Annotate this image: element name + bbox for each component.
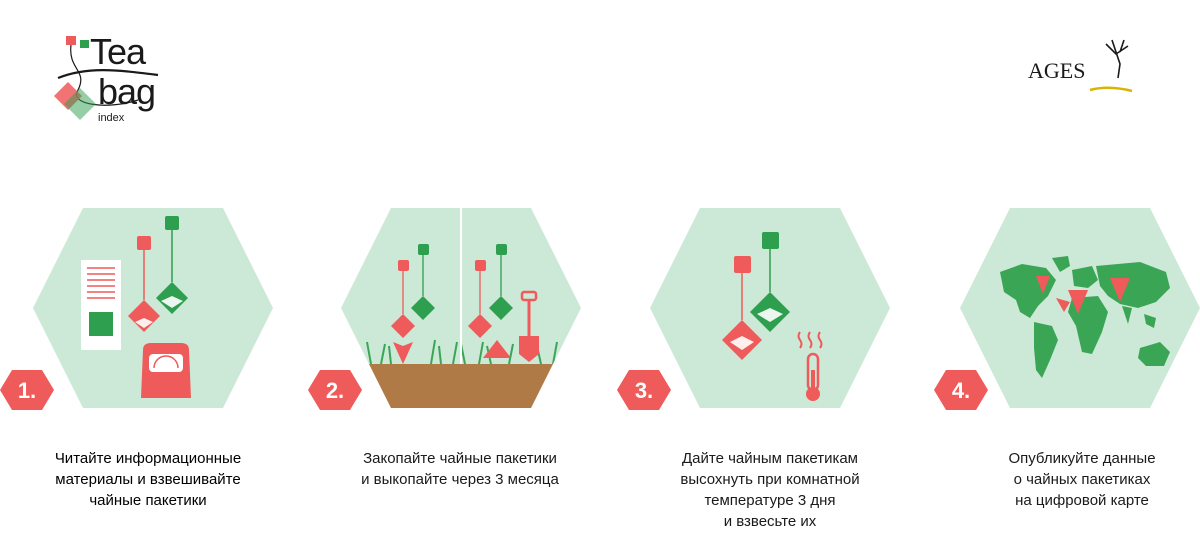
step-2-caption: Закопайте чайные пакетики и выкопайте че… xyxy=(361,450,559,488)
step-4-number: 4. xyxy=(951,378,971,403)
logo-word-tea: Tea xyxy=(90,31,146,72)
world-map-icon xyxy=(1000,256,1170,378)
step-3-caption: Дайте чайным пакетикам высохнуть при ком… xyxy=(680,450,860,530)
step-1-number-badge: 1. xyxy=(0,370,54,410)
step-4-number-badge: 4. xyxy=(934,370,988,410)
ages-figure-icon xyxy=(1089,39,1133,93)
logo-word-index: index xyxy=(98,112,125,124)
step-2-number-badge: 2. xyxy=(308,370,362,410)
ages-logo: AGES xyxy=(1020,34,1140,98)
step-2-hexagon xyxy=(341,208,581,408)
step-1-illustration xyxy=(33,208,273,408)
shovel-icon xyxy=(519,290,539,362)
step-1-hexagon xyxy=(33,208,273,408)
step-4-illustration xyxy=(960,208,1200,408)
teabag-index-logo: Tea bag index xyxy=(48,30,178,130)
teabag-logo-graphic xyxy=(54,36,159,120)
step-3-number: 3. xyxy=(634,378,654,403)
logo-word-bag: bag xyxy=(98,71,156,112)
soil xyxy=(341,364,581,408)
step-2-number: 2. xyxy=(325,378,345,403)
heat-icon xyxy=(797,331,823,349)
step-3-number-badge: 3. xyxy=(617,370,671,410)
step-1-caption: Читайте информационные материалы и взвеш… xyxy=(54,450,242,509)
step-1-number: 1. xyxy=(17,378,37,403)
step-3-illustration xyxy=(650,208,890,408)
step-4-caption: Опубликуйте данные о чайных пакетиках на… xyxy=(1008,450,1156,509)
step-2-illustration xyxy=(341,208,581,408)
ages-logo-text: AGES xyxy=(1028,58,1086,83)
step-3-hexagon xyxy=(650,208,890,408)
thermometer-icon xyxy=(806,352,820,401)
step-4-hexagon xyxy=(960,208,1200,408)
